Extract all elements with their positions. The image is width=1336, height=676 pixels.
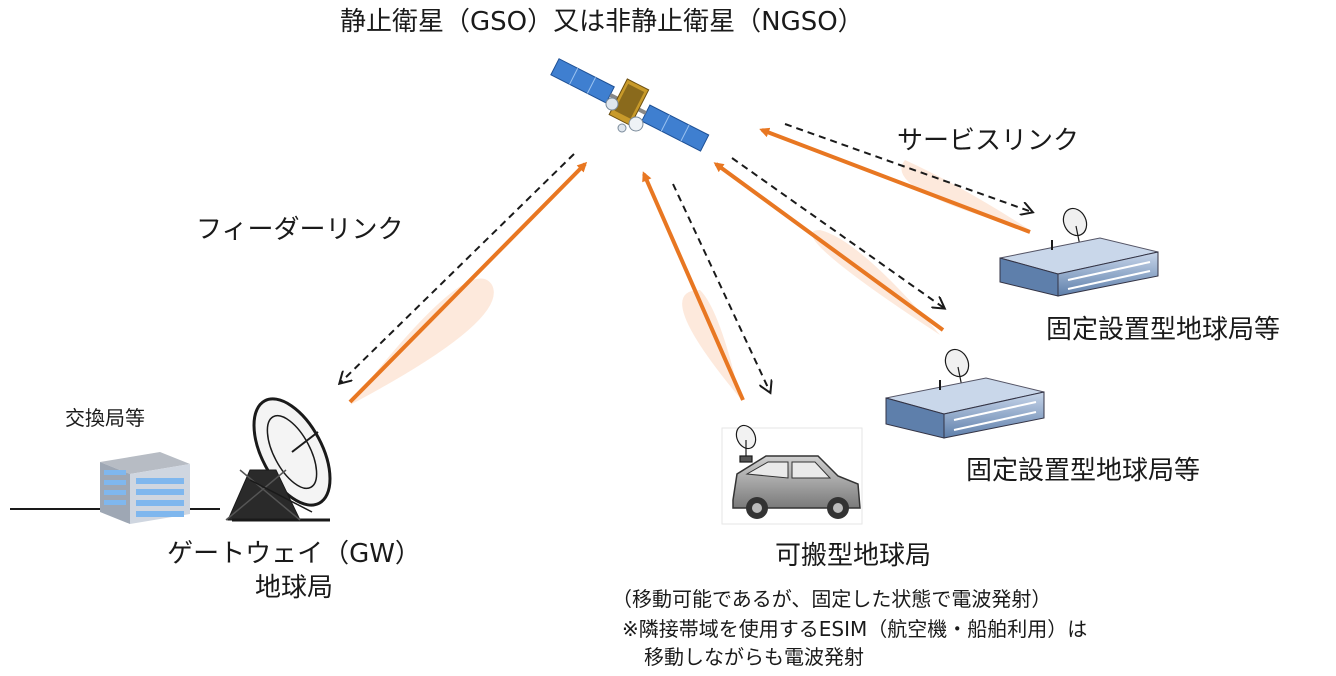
downlink-arrow-portable [672, 183, 770, 392]
downlink-arrow-gateway [340, 153, 575, 383]
downlink-arrows [340, 123, 1032, 392]
downlink-arrow-fixed-1 [784, 123, 1032, 212]
uplink-arrow-fixed-1 [759, 127, 1031, 234]
portable-note-3: 移動しながらも電波発射 [644, 645, 864, 669]
gateway-label-line2: 地球局 [254, 573, 333, 603]
exchange-label: 交換局等 [65, 406, 145, 430]
portable-station-label: 可搬型地球局 [775, 541, 932, 571]
portable-note-1: （移動可能であるが、固定した状態で電波発射） [612, 587, 1052, 611]
feeder-link-label: フィーダーリンク [196, 215, 404, 245]
car-icon [721, 424, 863, 525]
gateway-label-line1: ゲートウェイ（GW） [167, 539, 421, 569]
portable-note-2: ※隣接帯域を使用するESIM（航空機・船舶利用）は [622, 617, 1088, 641]
beam-gateway [350, 278, 494, 405]
beam-portable [682, 290, 740, 398]
building-icon [999, 207, 1159, 297]
building-icon-2 [885, 348, 1045, 439]
service-link-label: サービスリンク [897, 126, 1080, 156]
uplink-arrow-gateway [348, 161, 588, 404]
fixed-station-label-1: 固定設置型地球局等 [1046, 315, 1281, 345]
downlink-arrow-fixed-2 [731, 157, 944, 308]
diagram-title: 静止衛星（GSO）又は非静止衛星（NGSO） [340, 7, 864, 37]
uplink-arrows [348, 127, 1031, 404]
beam-fixed-1 [901, 160, 1030, 230]
office-building-icon [10, 452, 220, 524]
satellite-icon [550, 58, 710, 152]
uplink-arrow-portable [642, 171, 745, 401]
dish-antenna-icon [225, 397, 332, 522]
fixed-station-label-2: 固定設置型地球局等 [966, 456, 1201, 486]
uplink-arrow-fixed-2 [713, 162, 945, 332]
